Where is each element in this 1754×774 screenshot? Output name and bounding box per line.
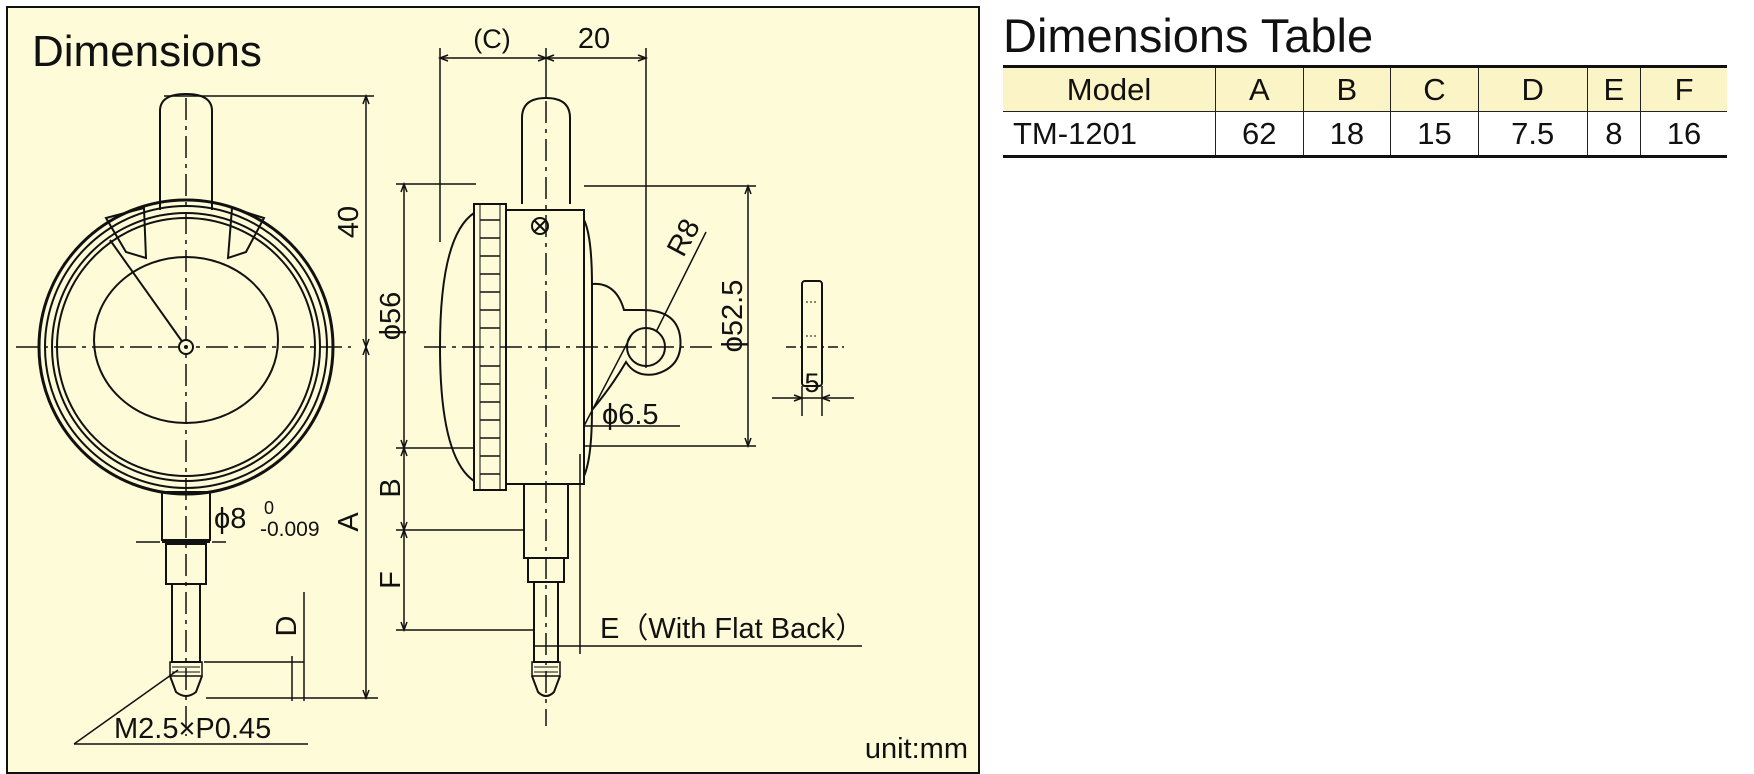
side-view	[424, 96, 716, 726]
cell-a: 62	[1215, 111, 1304, 157]
dim-a-label: A	[333, 512, 365, 532]
cell-f: 16	[1640, 111, 1727, 157]
header-d: D	[1477, 66, 1588, 112]
thread-label: M2.5×P0.45	[114, 713, 271, 745]
phi52-5-label: ϕ52.5	[717, 280, 749, 353]
tolerance-lower: -0.009	[260, 518, 320, 541]
side-dimensions	[396, 48, 862, 654]
dim-5-label: 5	[804, 368, 819, 398]
table-header-row: Model A B C D E F	[1003, 66, 1727, 112]
dim-f-label: F	[375, 571, 407, 589]
table-title: Dimensions Table	[1003, 9, 1374, 62]
header-model: Model	[1066, 71, 1152, 107]
header-c: C	[1390, 66, 1479, 112]
cell-d: 7.5	[1477, 111, 1588, 157]
dim-b-label: B	[375, 478, 407, 497]
phi6-5-label: ϕ6.5	[602, 399, 659, 431]
flat-back-part	[772, 280, 854, 416]
unit-label: unit:mm	[865, 733, 968, 765]
r8-label: R8	[661, 214, 707, 262]
dim-20-label: 20	[578, 23, 610, 55]
dimensions-table: Model A B C D E F TM-1201 62 18 15 7.5 8…	[1003, 65, 1727, 158]
dim-d-label: D	[271, 616, 303, 637]
cell-model: TM-1201	[1013, 115, 1138, 151]
table-row: TM-1201 62 18 15 7.5 8 16	[1003, 111, 1727, 157]
cell-e: 8	[1586, 111, 1641, 157]
cell-b: 18	[1302, 111, 1391, 157]
header-b: B	[1302, 66, 1391, 112]
front-view	[16, 92, 351, 736]
header-e: E	[1586, 66, 1641, 112]
cell-c: 15	[1390, 111, 1479, 157]
dim-c-label: (C)	[473, 24, 510, 54]
dimension-drawing: Dimensions unit:mm	[16, 23, 968, 765]
e-flat-back-label: E（With Flat Back）	[600, 613, 864, 645]
dim-40-label: 40	[333, 206, 365, 238]
phi56-label: ϕ56	[375, 292, 407, 341]
front-dimensions	[73, 93, 378, 745]
header-f: F	[1640, 66, 1727, 112]
header-a: A	[1215, 66, 1304, 112]
tolerance-upper: 0	[264, 498, 274, 518]
drawing-title: Dimensions	[32, 27, 262, 76]
phi8-label: ϕ8	[214, 503, 246, 535]
